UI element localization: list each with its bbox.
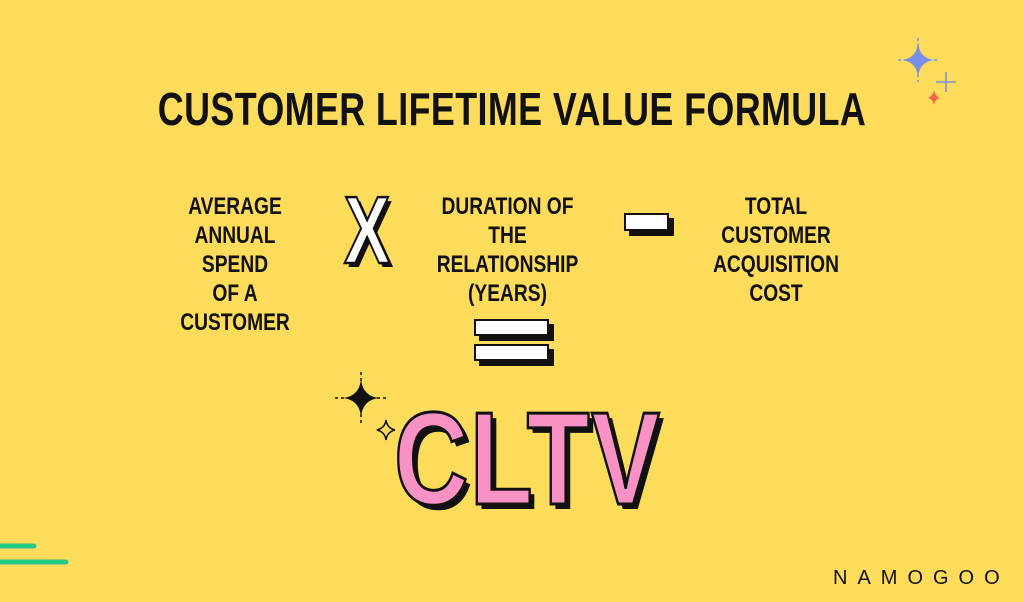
- term-label: TOTAL CUSTOMER ACQUISITION COST: [713, 193, 839, 307]
- minus-operator-icon: [624, 213, 669, 231]
- term-label: AVERAGE ANNUAL SPEND OF A CUSTOMER: [180, 193, 290, 336]
- formula-result: CLTV: [393, 385, 662, 532]
- equals-operator-icon-bottom: [474, 344, 549, 361]
- brand-logo: NAMOGOO: [833, 567, 1010, 589]
- decorative-lines-icon: [0, 543, 69, 565]
- multiply-operator: X: [343, 177, 391, 284]
- sparkle-icon: [898, 38, 956, 105]
- formula-term-acquisition-cost: TOTAL CUSTOMER ACQUISITION COST: [676, 192, 876, 308]
- sparkle-icon: [335, 372, 396, 441]
- page-title: CUSTOMER LIFETIME VALUE FORMULA: [157, 83, 867, 135]
- equals-operator-icon-top: [474, 319, 549, 336]
- formula-term-duration: DURATION OF THE RELATIONSHIP (YEARS): [405, 192, 610, 308]
- formula-term-average-annual-spend: AVERAGE ANNUAL SPEND OF A CUSTOMER: [140, 192, 330, 337]
- term-label: DURATION OF THE RELATIONSHIP (YEARS): [436, 193, 579, 307]
